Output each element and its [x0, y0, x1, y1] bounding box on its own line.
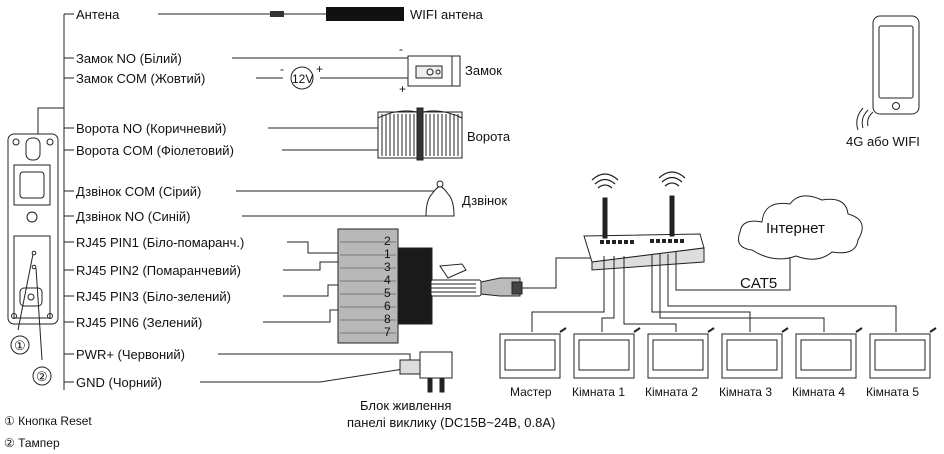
lock-minus: -: [399, 42, 403, 56]
bell-no-label: Дзвінок NO (Синій): [76, 209, 191, 224]
gate-no-label: Ворота NO (Коричневий): [76, 121, 227, 136]
pin-number: 4: [384, 273, 391, 287]
pin-number: 1: [384, 247, 391, 261]
power-source-icon: [290, 66, 314, 90]
monitors-group: [499, 327, 937, 379]
pin-number: 2: [384, 234, 391, 248]
pin-number: 8: [384, 312, 391, 326]
rj45-pin2-label: RJ45 PIN2 (Помаранчевий): [76, 263, 241, 278]
net-cable-3: [623, 256, 677, 332]
rj45-pin3-label: RJ45 PIN3 (Біло-зелений): [76, 289, 231, 304]
monitor-icon: [869, 327, 937, 379]
lock-com-label: Замок COM (Жовтий): [76, 71, 206, 86]
wifi-signal-icon: [591, 171, 686, 189]
rj45-pin6-label: RJ45 PIN6 (Зелений): [76, 315, 203, 330]
cat5-label: CAT5: [740, 275, 778, 292]
note-reset: ① Кнопка Reset: [4, 414, 92, 428]
cloud-icon: [738, 195, 863, 260]
power-adapter-icon: [399, 351, 453, 393]
lock-label: Замок: [465, 63, 502, 78]
voltage-label: 12V: [292, 72, 314, 86]
marker-circles: [10, 335, 52, 386]
net-cable-5: [659, 254, 825, 332]
bell-label: Дзвінок: [462, 193, 508, 208]
monitor-icon: [795, 327, 863, 379]
marker-1: ①: [14, 338, 26, 353]
source-plus: +: [316, 62, 324, 76]
internet-label: Інтернет: [766, 220, 825, 237]
net-cable-1: [531, 256, 605, 332]
gnd-label: GND (Чорний): [76, 375, 162, 390]
wifi-antenna-label: WIFI антена: [410, 7, 483, 22]
marker-2: ②: [36, 369, 48, 384]
pin-number: 7: [384, 325, 391, 339]
phone-icon: [856, 15, 920, 131]
gate-com-label: Ворота COM (Фіолетовий): [76, 143, 234, 158]
net-cable-6: [667, 254, 897, 332]
lock-icon: [407, 55, 461, 87]
connector-block-icon: [337, 228, 433, 344]
pin-number: 5: [384, 286, 391, 300]
monitor-label-room4: Кімната 4: [792, 385, 845, 399]
monitor-label-room3: Кімната 3: [719, 385, 772, 399]
lock-no-label: Замок NO (Білий): [76, 51, 182, 66]
monitor-label-room5: Кімната 5: [866, 385, 919, 399]
gate-icon: [377, 107, 463, 161]
monitor-icon: [573, 327, 641, 379]
monitor-label-room1: Кімната 1: [572, 385, 625, 399]
power-supply-spec: панелі виклику (DC15B~24B, 0.8A): [347, 415, 556, 430]
net-cable-2: [601, 256, 615, 332]
call-panel-icon: [7, 133, 59, 361]
pwr-label: PWR+ (Червоний): [76, 347, 186, 362]
router-icon: [583, 195, 705, 271]
antenna-label: Антена: [76, 7, 120, 22]
phone-label: 4G або WIFI: [846, 134, 920, 149]
pin-number: 6: [384, 299, 391, 313]
gate-label: Ворота: [467, 129, 511, 144]
rj45-plug-icon: [430, 257, 594, 297]
monitor-icon: [721, 327, 789, 379]
bell-icon: [425, 180, 455, 217]
monitor-label-room2: Кімната 2: [645, 385, 698, 399]
power-supply-title: Блок живлення: [360, 398, 452, 413]
lock-plus: +: [399, 82, 407, 96]
pin-number: 3: [384, 260, 391, 274]
monitor-icon: [499, 327, 567, 379]
rj45-pin1-label: RJ45 PIN1 (Біло-помаранч.): [76, 235, 245, 250]
monitor-label-master: Мастер: [510, 385, 552, 399]
net-cable-4: [651, 254, 751, 332]
source-minus: -: [280, 62, 284, 76]
note-tamper: ② Тампер: [4, 436, 60, 450]
bell-com-label: Дзвінок COM (Сірий): [76, 184, 202, 199]
wifi-antenna-icon: [270, 7, 404, 21]
monitor-icon: [647, 327, 715, 379]
